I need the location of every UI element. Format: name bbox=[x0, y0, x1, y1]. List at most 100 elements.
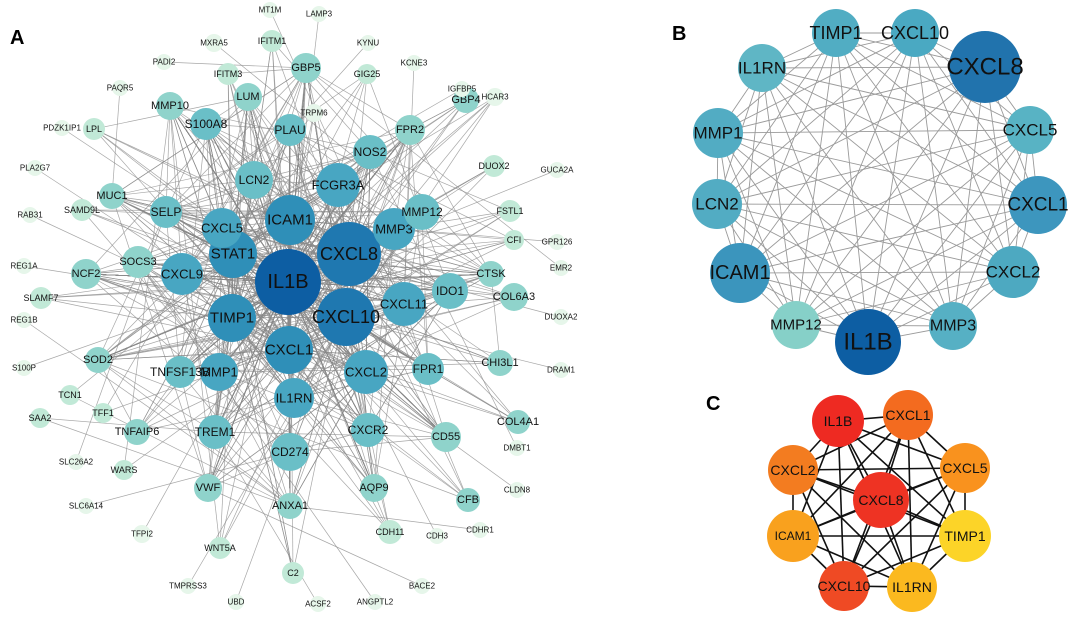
panel-a-node-label: CXCL1 bbox=[265, 342, 313, 359]
panel-a-node-guca2a bbox=[549, 162, 565, 178]
panel-a-node-label: SOCS3 bbox=[119, 256, 156, 268]
panel-b-node-label: MMP12 bbox=[770, 317, 822, 334]
panel-a-edge bbox=[85, 451, 291, 507]
panel-b-edge bbox=[795, 271, 1014, 326]
panel-a-node-igfbp5 bbox=[454, 81, 470, 97]
panel-a-edge bbox=[289, 129, 515, 241]
panel-a-node-label: PLA2G7 bbox=[20, 164, 51, 173]
panel-b-node-label: LCN2 bbox=[695, 195, 738, 214]
panel-a-node-label: LAMP3 bbox=[306, 10, 333, 19]
panel-a-node-tnfaip6 bbox=[124, 419, 150, 445]
panel-a-edge bbox=[289, 371, 367, 507]
panel-a-edge bbox=[348, 253, 519, 423]
panel-a-node-label: S100P bbox=[12, 364, 36, 373]
panel-a-node-label: CXCL9 bbox=[161, 267, 203, 282]
panel-a-node-mmp3 bbox=[373, 208, 415, 250]
panel-a-edge bbox=[165, 67, 307, 213]
panel-b-node-cxcl2 bbox=[987, 246, 1039, 298]
panel-a-edge bbox=[288, 349, 519, 423]
panel-b-edge bbox=[835, 32, 1031, 131]
panel-a-edge bbox=[218, 371, 291, 507]
panel-a-node-label: IFITM1 bbox=[258, 36, 287, 46]
panel-a-edge bbox=[490, 273, 501, 364]
panel-a-edge bbox=[287, 67, 307, 283]
panel-a-node-gpr126 bbox=[549, 234, 565, 250]
panel-a-node-label: GBP4 bbox=[451, 94, 480, 106]
panel-a-node-hcar3 bbox=[486, 88, 504, 106]
panel-b-node-icam1 bbox=[710, 243, 770, 303]
panel-b-node-mmp1 bbox=[693, 108, 743, 158]
panel-a-edge bbox=[289, 505, 481, 531]
panel-a-edge bbox=[231, 67, 307, 319]
panel-a-node-label: UBD bbox=[228, 598, 245, 607]
panel-a-edge bbox=[81, 209, 291, 221]
panel-a-edge bbox=[137, 261, 181, 373]
panel-a-edge bbox=[345, 316, 562, 371]
panel-a-edge bbox=[345, 165, 495, 318]
panel-a-node-label: CHI3L1 bbox=[481, 357, 518, 369]
panel-a-node-cxcl11 bbox=[382, 282, 426, 326]
panel-a-node-selp bbox=[150, 196, 182, 228]
panel-a-node-cxcl1 bbox=[265, 326, 313, 374]
panel-a-node-label: TCN1 bbox=[58, 390, 82, 400]
panel-a-node-cfb bbox=[456, 488, 480, 512]
panel-a-node-label: PLAU bbox=[274, 123, 305, 137]
panel-a-node-label: CXCL8 bbox=[320, 244, 378, 264]
panel-a-label: A bbox=[10, 27, 24, 49]
panel-a-node-label: MMP3 bbox=[375, 222, 413, 237]
panel-c-node-cxcl1 bbox=[883, 390, 933, 440]
panel-a-node-cdhr1 bbox=[472, 522, 488, 538]
panel-a-node-label: CXCL11 bbox=[380, 297, 428, 312]
panel-a-node-il1b bbox=[255, 249, 321, 315]
panel-a-node-label: MMP1 bbox=[200, 365, 238, 380]
panel-a-edge bbox=[111, 87, 121, 197]
panel-b-edge bbox=[716, 66, 986, 205]
panel-a-node-saa2 bbox=[30, 408, 50, 428]
panel-a-node-label: CLDN8 bbox=[504, 486, 531, 495]
panel-a-edge bbox=[271, 40, 371, 153]
panel-b-edge bbox=[761, 67, 1039, 206]
panel-a-node-label: COL6A3 bbox=[493, 291, 535, 303]
panel-a-node-label: TMPRSS3 bbox=[169, 582, 207, 591]
panel-a-node-label: SAA2 bbox=[28, 413, 51, 423]
panel-a-node-muc1 bbox=[99, 183, 125, 209]
panel-a-node-s100p bbox=[16, 360, 32, 376]
panel-a-node-cd55 bbox=[431, 422, 461, 452]
panel-a-edge bbox=[253, 151, 371, 181]
panel-a-node-slamf7 bbox=[30, 287, 52, 309]
panel-a-node-padi2 bbox=[156, 54, 172, 70]
panel-a-node-trpm6 bbox=[305, 104, 323, 122]
panel-a-node-label: SAMD9L bbox=[64, 205, 100, 215]
panel-b-label: B bbox=[672, 23, 686, 45]
panel-a-node-kynu bbox=[360, 35, 376, 51]
panel-a-node-fcgr3a bbox=[316, 163, 360, 207]
panel-a-edge bbox=[169, 105, 221, 549]
panel-a-edge bbox=[111, 179, 255, 197]
panel-a-node-label: DRAM1 bbox=[547, 366, 576, 375]
panel-b-edge bbox=[795, 66, 986, 326]
panel-c-node-label: ICAM1 bbox=[775, 529, 812, 543]
panel-a-edge bbox=[403, 62, 415, 305]
panel-b-node-label: CXCL1 bbox=[1007, 195, 1068, 216]
panel-a-node-mmp12 bbox=[404, 194, 440, 230]
panel-a-edge bbox=[97, 359, 291, 507]
panel-b-edge bbox=[717, 32, 916, 134]
panel-b-node-cxcl10 bbox=[891, 9, 939, 57]
panel-a-edge bbox=[165, 211, 347, 318]
panel-b-edge bbox=[717, 132, 869, 343]
panel-c-node-cxcl10 bbox=[819, 561, 869, 611]
panel-a-node-anxa1 bbox=[277, 493, 303, 519]
panel-a-edge bbox=[137, 261, 391, 533]
panel-a-edge bbox=[85, 273, 290, 351]
panel-a-node-label: TREM1 bbox=[195, 425, 236, 439]
panel-b-edge bbox=[717, 66, 986, 134]
panel-a-node-label: ANXA1 bbox=[272, 500, 308, 512]
panel-a-node-cdh11 bbox=[378, 520, 402, 544]
panel-a-node-nos2 bbox=[353, 135, 387, 169]
panel-a-node-cdh3 bbox=[429, 528, 445, 544]
panel-a-node-label: CFI bbox=[507, 235, 522, 245]
panel-a-node-label: MXRA5 bbox=[200, 39, 228, 48]
